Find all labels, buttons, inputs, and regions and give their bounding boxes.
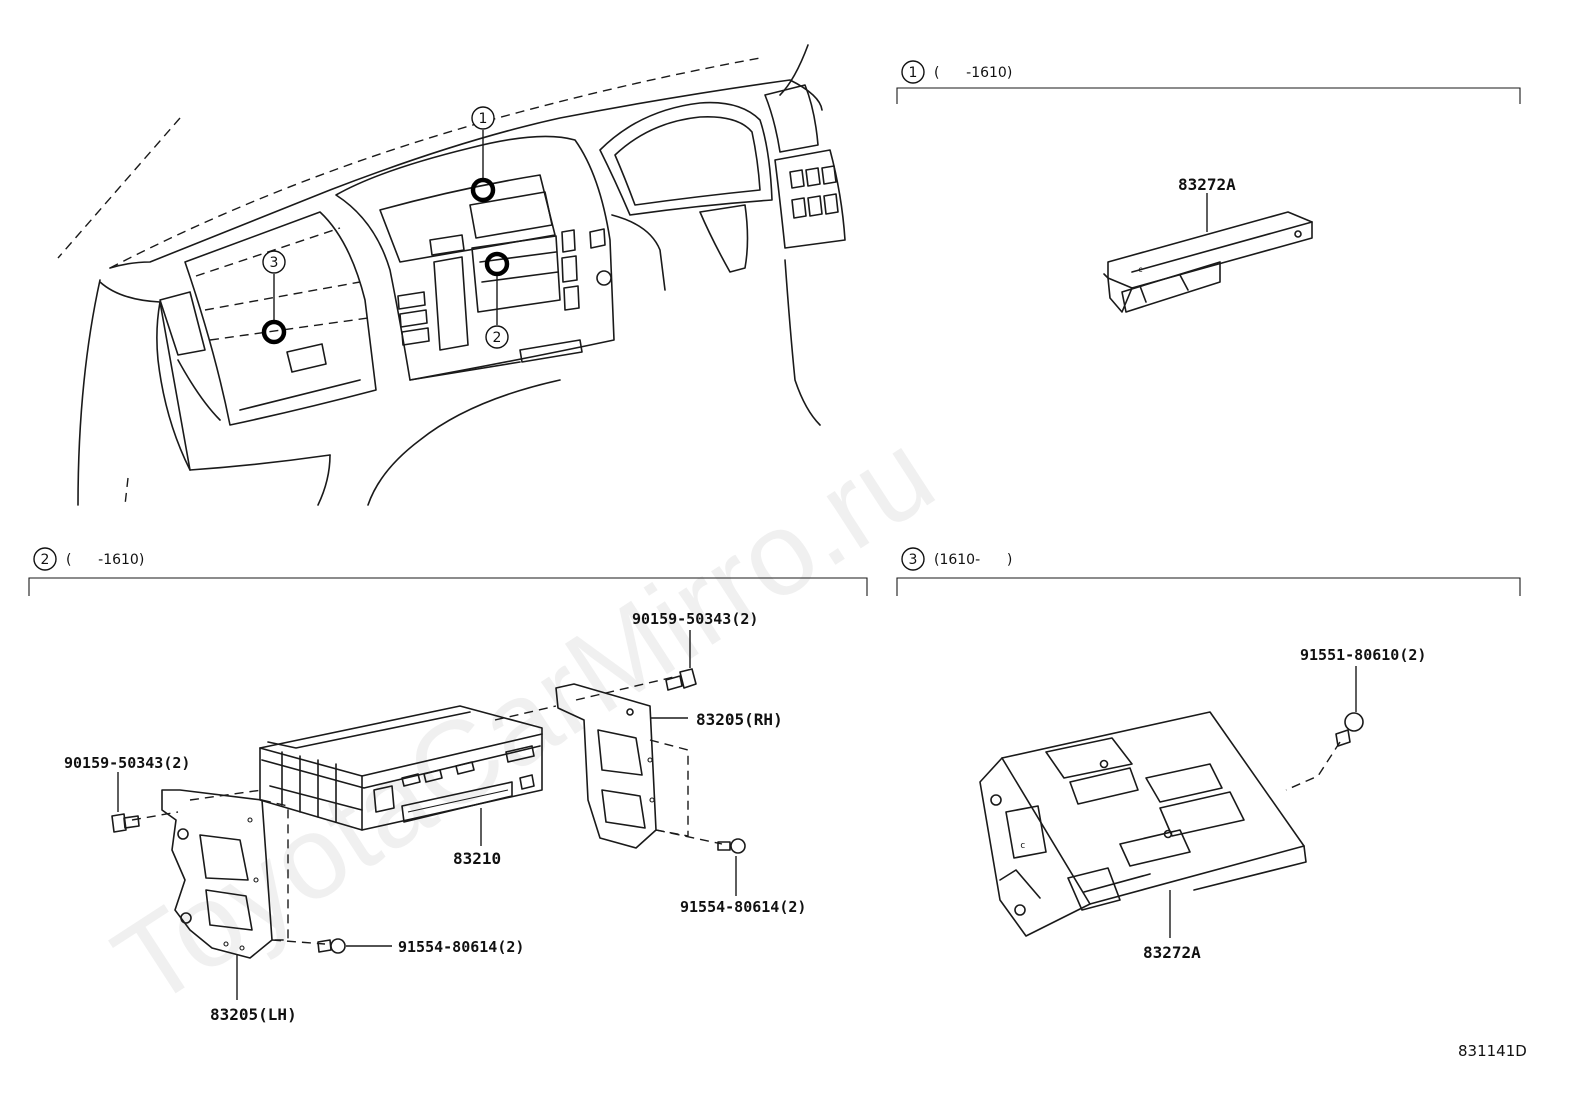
svg-text:3: 3 bbox=[270, 255, 279, 271]
callout-3: 3 bbox=[261, 250, 287, 345]
screw-91554-80614-left: 91554-80614(2) bbox=[317, 938, 524, 956]
svg-text:c: c bbox=[1020, 841, 1025, 851]
svg-text:83205(RH): 83205(RH) bbox=[696, 710, 783, 729]
svg-text:( -1610): ( -1610) bbox=[934, 65, 1012, 81]
svg-text:1: 1 bbox=[909, 65, 918, 81]
svg-text:(1610- ): (1610- ) bbox=[934, 552, 1012, 568]
svg-text:( -1610): ( -1610) bbox=[66, 552, 144, 568]
svg-text:83210: 83210 bbox=[453, 849, 501, 868]
bolt-90159-50343-left: 90159-50343(2) bbox=[64, 754, 190, 833]
svg-text:83272A: 83272A bbox=[1143, 943, 1201, 962]
dashboard-illustration bbox=[57, 44, 846, 506]
screw-91554-80614-right: 91554-80614(2) bbox=[680, 838, 806, 916]
svg-text:1: 1 bbox=[479, 111, 488, 127]
svg-text:83205(LH): 83205(LH) bbox=[210, 1005, 297, 1024]
label-83272A-s3: 83272A bbox=[1143, 890, 1201, 962]
svg-text:91554-80614(2): 91554-80614(2) bbox=[398, 938, 524, 956]
part-number-83272A-s1: 83272A bbox=[1178, 175, 1236, 194]
svg-text:90159-50343(2): 90159-50343(2) bbox=[64, 754, 190, 772]
module-83272A-s3: c bbox=[979, 711, 1307, 937]
label-83210: 83210 bbox=[453, 808, 501, 868]
svg-text:90159-50343(2): 90159-50343(2) bbox=[632, 610, 758, 628]
bolt-90159-50343-top: 90159-50343(2) bbox=[632, 610, 758, 691]
svg-text:c: c bbox=[1138, 265, 1143, 274]
callout-2: 2 bbox=[484, 251, 510, 349]
bolt-91551-80610: 91551-80610(2) bbox=[1285, 646, 1426, 791]
svg-text:3: 3 bbox=[909, 552, 918, 568]
section-2-header: 2 ( -1610) bbox=[28, 547, 868, 596]
section-1-unit-83272A: c 83272A bbox=[1103, 175, 1313, 313]
radio-unit-83210 bbox=[259, 705, 543, 831]
svg-text:2: 2 bbox=[41, 552, 50, 568]
callout-1: 1 bbox=[470, 106, 496, 203]
diagram-code: 831141D bbox=[1458, 1042, 1527, 1060]
section-1-header: 1 ( -1610) bbox=[896, 60, 1521, 104]
svg-text:91554-80614(2): 91554-80614(2) bbox=[680, 898, 806, 916]
svg-text:2: 2 bbox=[493, 330, 502, 346]
section-3-header: 3 (1610- ) bbox=[896, 547, 1521, 596]
label-83205-RH: 83205(RH) bbox=[650, 710, 783, 729]
svg-text:91551-80610(2): 91551-80610(2) bbox=[1300, 646, 1426, 664]
label-83205-LH: 83205(LH) bbox=[210, 955, 297, 1024]
